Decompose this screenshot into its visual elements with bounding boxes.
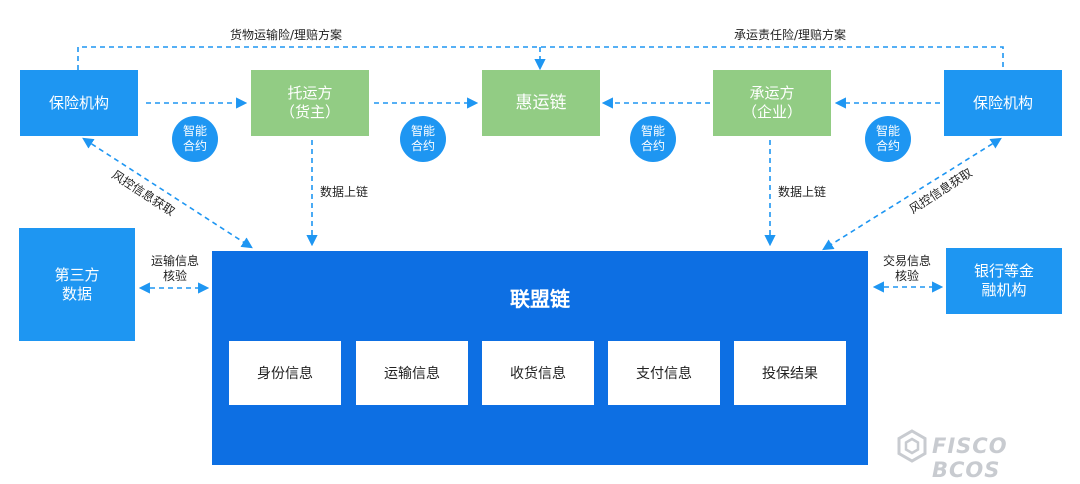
smart-contract-4-label: 智能 合约 [875, 124, 900, 153]
bank-label: 银行等金 融机构 [973, 262, 1034, 299]
module-identity: 身份信息 [229, 341, 341, 405]
smart-contract-2-label: 智能 合约 [410, 124, 435, 153]
insurer-right-label: 保险机构 [972, 93, 1033, 112]
insurer-right-node: 保险机构 [944, 70, 1062, 136]
top-bracket-line [77, 46, 1004, 70]
third-party-data-label: 第三方 数据 [54, 265, 100, 303]
alliance-chain-panel: 联盟链 身份信息 运输信息 收货信息 支付信息 投保结果 [212, 251, 868, 465]
smart-contract-1-label: 智能 合约 [182, 124, 207, 153]
carrier-node: 承运方 （企业） [713, 70, 831, 136]
smart-contract-2: 智能 合约 [400, 116, 446, 162]
insurer-left-node: 保险机构 [20, 70, 138, 136]
data-up-right-label: 数据上链 [778, 185, 827, 199]
module-transport: 运输信息 [356, 341, 468, 405]
smart-contract-3-label: 智能 合约 [640, 124, 665, 153]
risk-left-arrow [82, 137, 253, 249]
module-receipt: 收货信息 [482, 341, 594, 405]
huiyun-chain-node: 惠运链 [482, 70, 600, 136]
carrier-label: 承运方 （企业） [741, 84, 802, 121]
cargo-insurance-label: 货物运输险/理赔方案 [229, 28, 343, 42]
alliance-chain-title: 联盟链 [510, 287, 570, 311]
smart-contract-3: 智能 合约 [630, 116, 676, 162]
watermark-text: FISCO BCOS [932, 434, 1008, 482]
module-payment: 支付信息 [608, 341, 720, 405]
transport-verify-label: 运输信息 核验 [150, 254, 199, 283]
risk-right-arrow [822, 137, 1002, 251]
third-party-data-node: 第三方 数据 [19, 228, 135, 341]
huiyun-chain-label: 惠运链 [515, 92, 567, 113]
bank-node: 银行等金 融机构 [946, 248, 1062, 314]
insurer-left-label: 保险机构 [48, 93, 109, 112]
shipper-node: 托运方 （货主） [251, 70, 369, 136]
trade-verify-label: 交易信息 核验 [882, 254, 931, 283]
module-insurance-result: 投保结果 [734, 341, 846, 405]
data-up-left-label: 数据上链 [320, 185, 369, 199]
fisco-bcos-watermark: FISCO BCOS [896, 428, 1068, 482]
shipper-label: 托运方 （货主） [279, 84, 340, 121]
fisco-hexagon-icon [897, 429, 927, 463]
smart-contract-4: 智能 合约 [865, 116, 911, 162]
carrier-liability-label: 承运责任险/理赔方案 [733, 28, 847, 42]
smart-contract-1: 智能 合约 [172, 116, 218, 162]
